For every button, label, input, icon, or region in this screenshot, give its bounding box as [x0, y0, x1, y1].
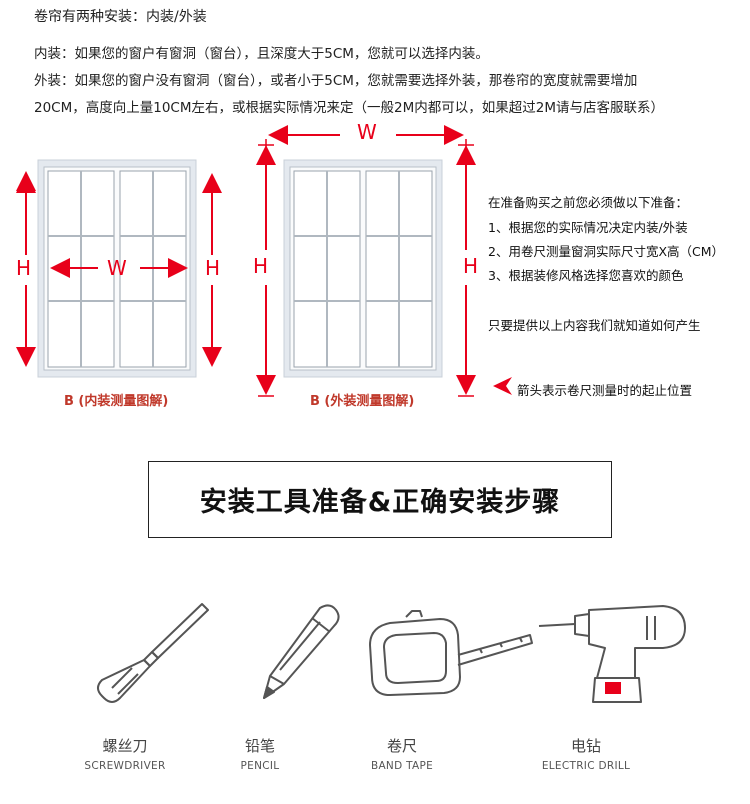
pencil-icon — [263, 604, 340, 699]
legend-arrow-icon — [493, 377, 512, 395]
outside-mount-text-cont: 20CM，高度向上量10CM左右，或根据实际情况来定（一般2M内都可以，如果超过… — [34, 100, 664, 116]
drill-battery-badge — [605, 682, 621, 694]
outside-h-right: H — [463, 254, 479, 278]
inside-mount-text: 内装：如果您的窗户有窗洞（窗台），且深度大于5CM，您就可以选择内装。 — [34, 46, 489, 62]
notes-title: 在准备购买之前您必须做以下准备： — [488, 195, 689, 210]
drill-icon — [538, 605, 686, 703]
arrow-note: 箭头表示卷尺测量时的起止位置 — [517, 383, 693, 398]
tool-drill-cn: 电钻 — [570, 737, 601, 755]
tape-measure-icon — [369, 610, 533, 696]
outside-window — [283, 159, 443, 378]
section-title: 安装工具准备&正确安装步骤 — [199, 487, 561, 518]
tool-drill-en: ELECTRIC DRILL — [541, 760, 631, 772]
outside-w: W — [357, 120, 377, 144]
intro-heading: 卷帘有两种安装：内装/外装 — [34, 9, 207, 25]
inside-h-right: H — [205, 256, 221, 280]
outside-h-left: H — [253, 254, 269, 278]
tool-screwdriver-cn: 螺丝刀 — [102, 737, 148, 755]
tool-screwdriver-en: SCREWDRIVER — [84, 760, 166, 772]
measurement-diagrams — [15, 125, 512, 397]
tool-tape-cn: 卷尺 — [386, 737, 417, 755]
notes-footer: 只要提供以上内容我们就知道如何产生 — [488, 318, 701, 333]
notes-item: 1、根据您的实际情况决定内装/外装 — [488, 220, 688, 235]
inside-caption: B (内装测量图解) — [64, 394, 169, 409]
tool-pencil-cn: 铅笔 — [244, 737, 275, 755]
tool-pencil-en: PENCIL — [240, 760, 280, 772]
inside-h-left: H — [16, 256, 32, 280]
notes-item: 3、根据装修风格选择您喜欢的颜色 — [488, 268, 684, 283]
notes-item: 2、用卷尺测量窗洞实际尺寸宽X高（CM） — [488, 244, 725, 259]
tool-tape-en: BAND TAPE — [370, 760, 434, 772]
outside-mount-text: 外装：如果您的窗户没有窗洞（窗台），或者小于5CM，您就需要选择外装，那卷帘的宽… — [34, 73, 638, 89]
section-title-box: 安装工具准备&正确安装步骤 — [148, 461, 612, 538]
screwdriver-icon — [97, 603, 209, 703]
inside-w: W — [107, 256, 127, 280]
outside-caption: B (外装测量图解) — [310, 394, 415, 409]
